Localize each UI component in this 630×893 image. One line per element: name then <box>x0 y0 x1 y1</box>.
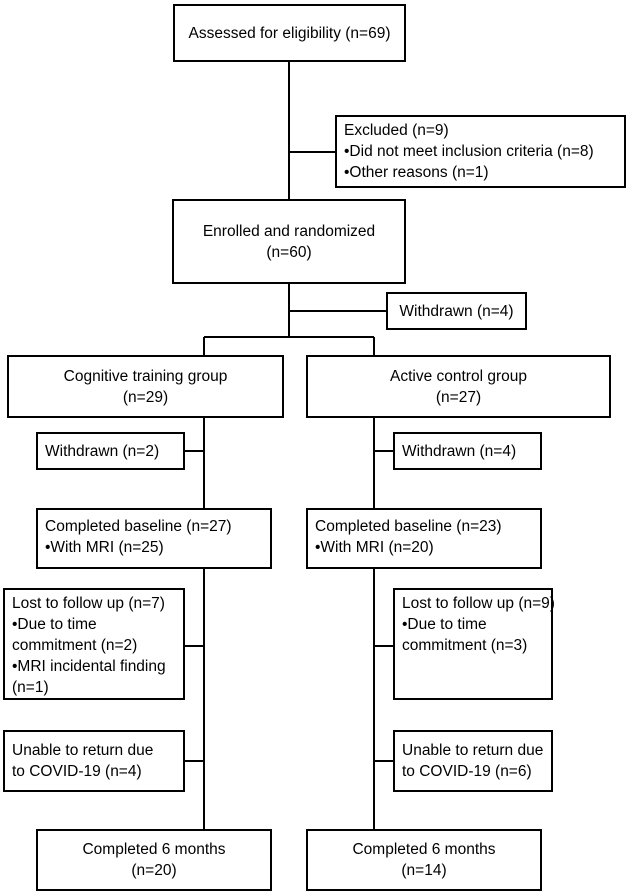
cognitive-lost-line: •Due to time <box>12 616 97 633</box>
cognitive-covid-line: to COVID-19 (n=4) <box>12 763 142 780</box>
control-lost-line: •Due to time <box>402 616 487 633</box>
control-covid-box: Unable to return due to COVID-19 (n=6) <box>393 730 553 792</box>
control-lost-line: Lost to follow up (n=9) <box>402 595 555 612</box>
cognitive-covid-box: Unable to return due to COVID-19 (n=4) <box>3 730 185 792</box>
cognitive-baseline-title: Completed baseline (n=27) <box>45 518 232 535</box>
cognitive-covid-line: Unable to return due <box>12 742 154 759</box>
cognitive-lost-line: commitment (n=2) <box>12 637 138 654</box>
excluded-reason: •Did not meet inclusion criteria (n=8) <box>344 143 594 160</box>
cognitive-lost-line: •MRI incidental finding <box>12 658 166 675</box>
control-baseline-title: Completed baseline (n=23) <box>315 518 502 535</box>
control-withdrawn-label: Withdrawn (n=4) <box>402 442 517 460</box>
cognitive-withdrawn-label: Withdrawn (n=2) <box>45 442 160 460</box>
excluded-reason: •Other reasons (n=1) <box>344 164 489 181</box>
control-group-box: Active control group (n=27) <box>306 355 611 418</box>
cognitive-group-count: (n=29) <box>122 388 169 406</box>
withdrawn-main-box: Withdrawn (n=4) <box>386 292 527 330</box>
enrolled-label: Enrolled and randomized <box>202 222 376 240</box>
cognitive-withdrawn-box: Withdrawn (n=2) <box>36 432 185 470</box>
control-completed-label: Completed 6 months <box>352 841 496 858</box>
cognitive-lost-line: (n=1) <box>12 679 49 696</box>
cognitive-completed-label: Completed 6 months <box>82 841 226 858</box>
control-covid-line: Unable to return due <box>402 742 544 759</box>
control-covid-line: to COVID-19 (n=6) <box>402 763 532 780</box>
control-group-label: Active control group <box>390 367 527 385</box>
control-baseline-mri: •With MRI (n=20) <box>315 539 434 556</box>
cognitive-baseline-box: Completed baseline (n=27) •With MRI (n=2… <box>36 508 272 569</box>
cognitive-completed-box: Completed 6 months (n=20) <box>36 829 272 891</box>
cognitive-lost-line: Lost to follow up (n=7) <box>12 595 165 612</box>
cognitive-baseline-mri: •With MRI (n=25) <box>45 539 164 556</box>
control-baseline-box: Completed baseline (n=23) •With MRI (n=2… <box>306 508 542 569</box>
assessed-label: Assessed for eligibility (n=69) <box>188 24 391 42</box>
excluded-title: Excluded (n=9) <box>344 122 449 139</box>
cognitive-group-box: Cognitive training group (n=29) <box>7 355 284 418</box>
excluded-box: Excluded (n=9) •Did not meet inclusion c… <box>335 115 626 188</box>
control-lost-box: Lost to follow up (n=9) •Due to time com… <box>393 588 555 700</box>
enrolled-box: Enrolled and randomized (n=60) <box>172 199 406 284</box>
control-group-count: (n=27) <box>435 388 482 406</box>
assessed-box: Assessed for eligibility (n=69) <box>173 4 406 62</box>
control-completed-count: (n=14) <box>401 862 447 879</box>
withdrawn-main-label: Withdrawn (n=4) <box>399 302 514 320</box>
enrolled-count: (n=60) <box>266 243 312 261</box>
control-withdrawn-box: Withdrawn (n=4) <box>393 432 542 470</box>
cognitive-completed-count: (n=20) <box>131 862 177 879</box>
cognitive-group-label: Cognitive training group <box>63 367 228 385</box>
control-completed-box: Completed 6 months (n=14) <box>306 829 542 891</box>
cognitive-lost-box: Lost to follow up (n=7) •Due to time com… <box>3 588 185 700</box>
control-lost-line: commitment (n=3) <box>402 637 528 654</box>
